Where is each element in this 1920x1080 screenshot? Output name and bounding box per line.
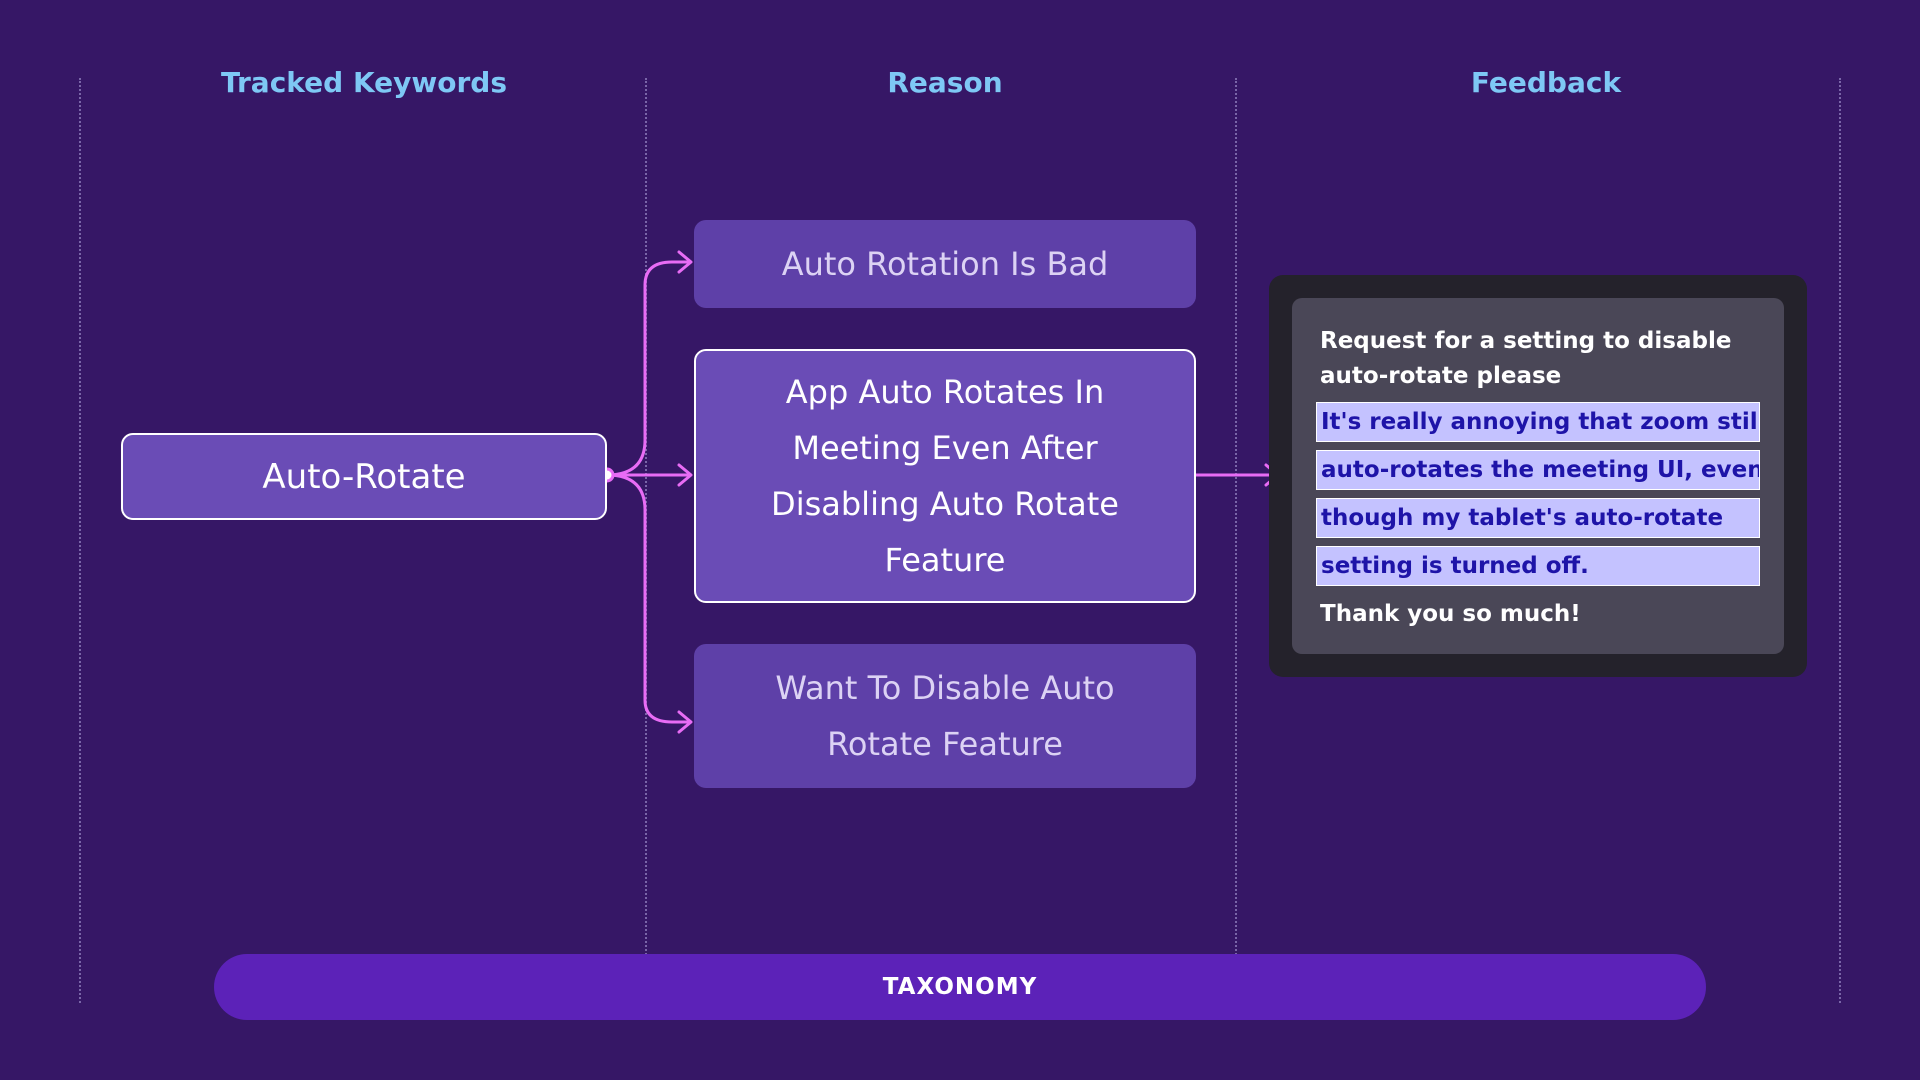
feedback-closing: Thank you so much! (1320, 601, 1581, 627)
feedback-highlight: auto-rotates the meeting UI, even (1316, 450, 1760, 490)
feedback-highlight: It's really annoying that zoom still (1316, 402, 1760, 442)
taxonomy-label: TAXONOMY (882, 974, 1038, 1000)
connector-arrowhead (677, 710, 693, 734)
feedback-highlight: setting is turned off. (1316, 546, 1760, 586)
reason-node-2[interactable]: App Auto Rotates In Meeting Even After D… (694, 349, 1196, 603)
feedback-text-panel: Request for a setting to disable auto-ro… (1292, 298, 1784, 654)
taxonomy-bar[interactable]: TAXONOMY (214, 954, 1706, 1020)
column-divider (1235, 78, 1237, 1003)
reason-node-3[interactable]: Want To Disable Auto Rotate Feature (694, 644, 1196, 788)
reason-label: App Auto Rotates In Meeting Even After D… (771, 373, 1119, 579)
feedback-intro: Request for a setting to disable auto-ro… (1320, 328, 1732, 389)
connector-to-reason-1 (605, 260, 692, 477)
feedback-highlight: though my tablet's auto-rotate (1316, 498, 1760, 538)
reason-node-1[interactable]: Auto Rotation Is Bad (694, 220, 1196, 308)
column-header-reason: Reason (887, 66, 1003, 99)
column-divider (1839, 78, 1841, 1003)
reason-label: Auto Rotation Is Bad (781, 245, 1109, 283)
connector-arrowhead (677, 250, 693, 274)
connector-arrowhead (677, 463, 693, 487)
column-header-feedback: Feedback (1470, 66, 1622, 99)
connector-to-reason-3 (605, 473, 692, 724)
column-header-tracked-keywords: Tracked Keywords (220, 66, 508, 99)
keyword-node-auto-rotate[interactable]: Auto-Rotate (121, 433, 607, 520)
reason-label: Want To Disable Auto Rotate Feature (775, 669, 1115, 763)
column-divider (79, 78, 81, 1003)
keyword-label: Auto-Rotate (262, 456, 466, 497)
